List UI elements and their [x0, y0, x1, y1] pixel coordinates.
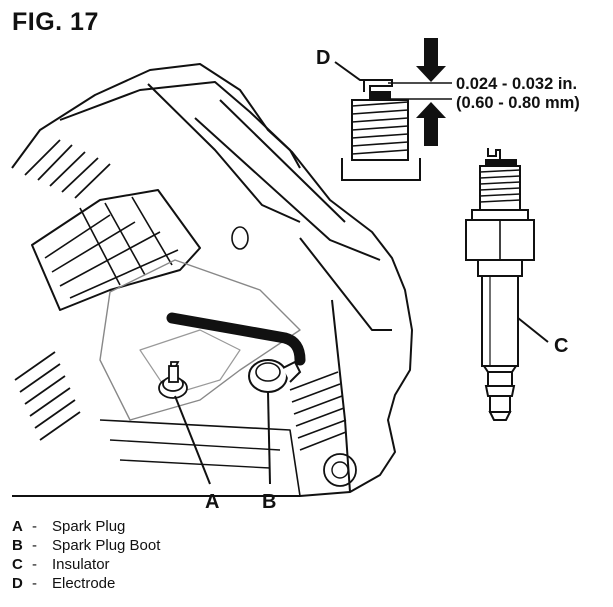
spark-plug-illustration [465, 148, 535, 421]
legend-separator: - [32, 556, 37, 573]
spark-plug-boot-illustration [166, 312, 306, 393]
electrode-gap-detail [341, 79, 421, 181]
gap-spec-mm: (0.60 - 0.80 mm) [456, 94, 580, 112]
engine-housing-illustration [11, 63, 413, 497]
legend-item: C - Insulator [12, 555, 160, 574]
gap-reference-lines [388, 82, 452, 100]
gap-spec-inches: 0.024 - 0.032 in. [456, 75, 577, 93]
legend-text: Spark Plug Boot [52, 537, 161, 554]
callout-leaders [174, 61, 549, 485]
legend-item: B - Spark Plug Boot [12, 536, 160, 555]
legend-text: Insulator [52, 556, 110, 573]
legend-separator: - [32, 575, 37, 592]
legend: A - Spark Plug B - Spark Plug Boot C - I… [12, 517, 160, 593]
callout-c: C [554, 335, 568, 357]
legend-key: D [12, 575, 23, 592]
legend-key: C [12, 556, 23, 573]
figure-title: FIG. 17 [12, 8, 99, 36]
legend-text: Electrode [52, 575, 116, 592]
legend-key: A [12, 518, 23, 535]
callout-a: A [205, 491, 219, 513]
installed-spark-plug-illustration [158, 361, 188, 399]
legend-key: B [12, 537, 23, 554]
legend-item: D - Electrode [12, 574, 160, 593]
legend-text: Spark Plug [52, 518, 126, 535]
legend-separator: - [32, 518, 37, 535]
callout-d: D [316, 47, 330, 69]
gap-arrows [416, 38, 446, 146]
legend-separator: - [32, 537, 37, 554]
legend-item: A - Spark Plug [12, 517, 160, 536]
callout-b: B [262, 491, 276, 513]
